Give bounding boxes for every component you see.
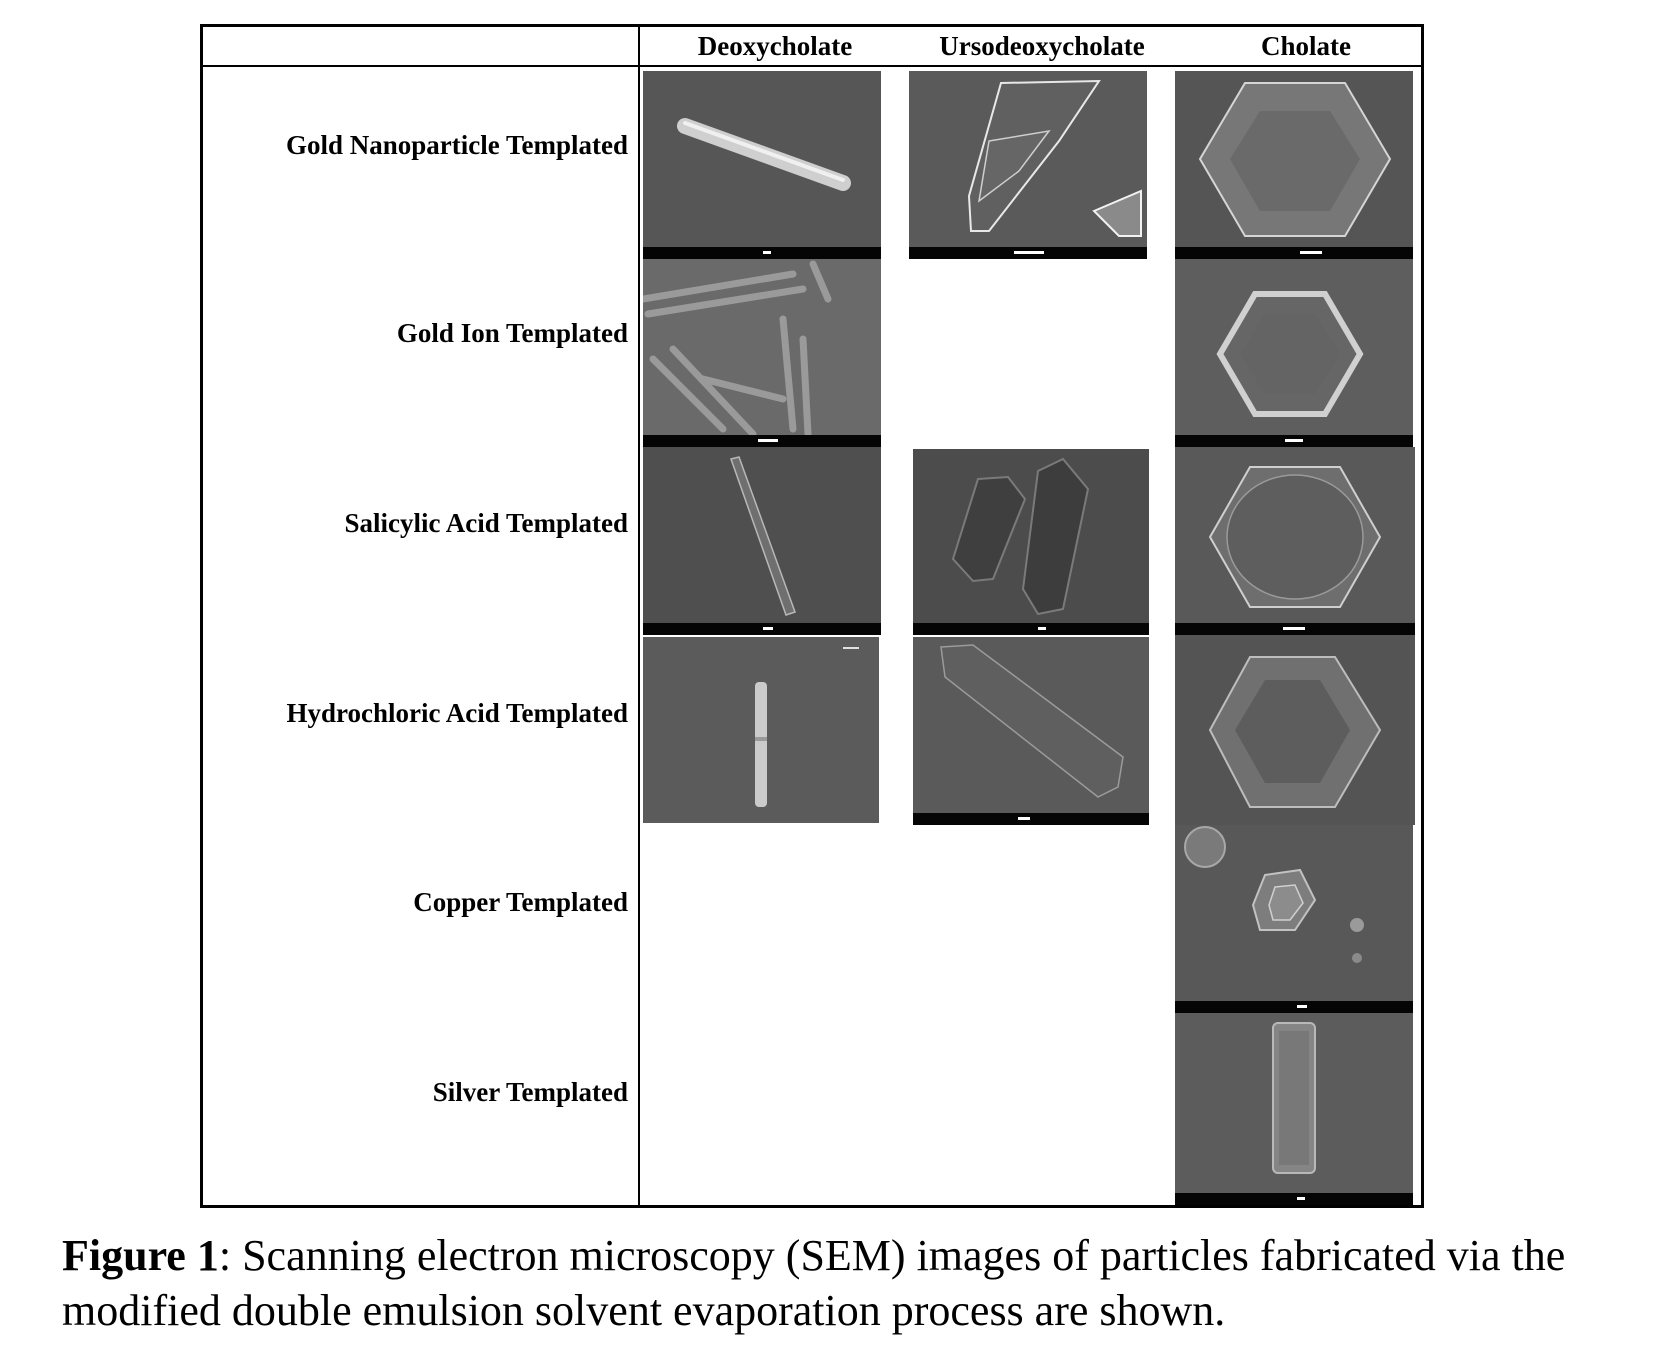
column-header-deoxycholate: Deoxycholate bbox=[697, 31, 853, 61]
sem-image-copper-cholate bbox=[1175, 825, 1413, 1013]
sem-image-silver-cholate bbox=[1175, 1013, 1413, 1205]
column-header-cholate: Cholate bbox=[1261, 31, 1351, 61]
figure-label: Figure 1 bbox=[62, 1231, 219, 1280]
row-label-gold-nanoparticle: Gold Nanoparticle Templated bbox=[285, 130, 628, 160]
header-divider bbox=[203, 65, 1421, 67]
figure-table: Deoxycholate Ursodeoxycholate Cholate Go… bbox=[200, 24, 1424, 1208]
sem-image-salicylic-acid-ursodeoxycholate bbox=[913, 449, 1149, 635]
sem-image-salicylic-acid-deoxycholate bbox=[643, 447, 881, 635]
column-header-ursodeoxycholate: Ursodeoxycholate bbox=[939, 31, 1145, 61]
row-label-hydrochloric-acid: Hydrochloric Acid Templated bbox=[286, 698, 628, 728]
sem-image-gold-ion-cholate bbox=[1175, 259, 1413, 447]
sem-image-hydrochloric-acid-cholate bbox=[1175, 635, 1415, 825]
sem-image-salicylic-acid-cholate bbox=[1175, 447, 1415, 635]
row-label-gold-ion: Gold Ion Templated bbox=[396, 318, 628, 348]
column-divider bbox=[638, 27, 640, 1205]
sem-image-gold-ion-deoxycholate bbox=[643, 259, 881, 447]
row-label-salicylic-acid: Salicylic Acid Templated bbox=[344, 508, 628, 538]
sem-image-gold-nanoparticle-cholate bbox=[1175, 71, 1413, 259]
sem-image-hydrochloric-acid-deoxycholate bbox=[643, 637, 879, 823]
row-label-silver: Silver Templated bbox=[432, 1077, 628, 1107]
sem-image-hydrochloric-acid-ursodeoxycholate bbox=[913, 637, 1149, 825]
figure-caption: Figure 1: Scanning electron microscopy (… bbox=[62, 1228, 1652, 1338]
caption-text: : Scanning electron microscopy (SEM) ima… bbox=[62, 1231, 1566, 1335]
sem-image-gold-nanoparticle-deoxycholate bbox=[643, 71, 881, 259]
row-label-copper: Copper Templated bbox=[413, 887, 628, 917]
sem-image-gold-nanoparticle-ursodeoxycholate bbox=[909, 71, 1147, 259]
